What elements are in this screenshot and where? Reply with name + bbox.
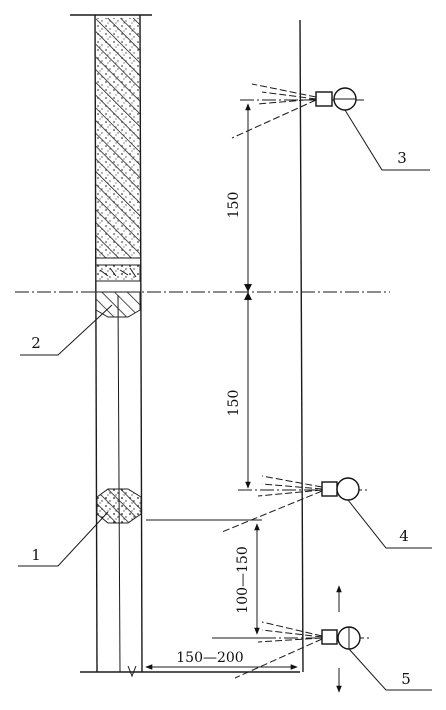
nozzle-3-leader	[344, 109, 430, 171]
weld-zone-2	[95, 291, 141, 318]
column	[70, 14, 300, 678]
column-left-edge	[94, 14, 98, 673]
dimension-bottom-offset: 100—150	[235, 546, 251, 613]
nozzle-5-spray	[234, 621, 323, 679]
upper-speckle-block	[96, 18, 140, 258]
nozzle-3-spray	[231, 83, 317, 139]
dimension-upper-spacing: 150	[226, 192, 242, 219]
nozzle-3	[231, 83, 430, 171]
middle-arrow-up	[244, 284, 252, 292]
nozzle-3-body	[315, 91, 333, 107]
weld-zone-1-speckle	[97, 489, 141, 523]
callout-5-label: 5	[401, 670, 411, 688]
nozzle-guide-line	[299, 19, 304, 673]
dimension-lower-spacing: 150	[226, 390, 242, 417]
callout-2-leader	[20, 304, 113, 356]
nozzle-4-spray	[221, 475, 323, 533]
nozzle-4-body	[321, 481, 338, 497]
callout-2-label: 2	[31, 334, 41, 352]
nozzle-5-leader	[348, 648, 432, 691]
nozzle-4-leader	[347, 499, 432, 549]
nozzle-5	[234, 585, 432, 693]
nozzle-4	[221, 475, 432, 549]
base-break	[127, 665, 137, 678]
callout-1-leader	[18, 511, 109, 567]
upper-band	[95, 264, 141, 282]
dimension-horizontal-distance: 150—200	[176, 650, 243, 666]
column-inner-line	[117, 294, 121, 673]
column-right-edge	[139, 14, 143, 673]
callout-1-label: 1	[31, 546, 41, 564]
callout-3-label: 3	[397, 149, 407, 167]
middle-arrow-down	[244, 292, 252, 300]
callout-4-label: 4	[399, 527, 409, 545]
nozzle-5-body	[321, 629, 338, 645]
nozzle-4-ball	[336, 477, 360, 501]
upper-band-marks	[99, 267, 137, 278]
